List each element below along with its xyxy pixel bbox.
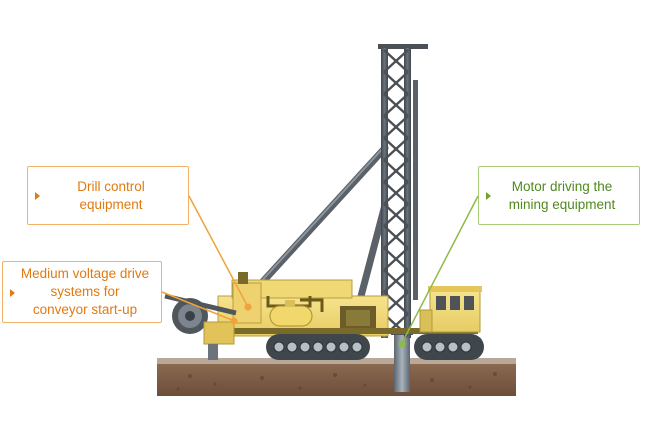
- callout-line: equipment: [79, 196, 143, 212]
- track-wheel: [299, 341, 311, 353]
- drill-pipe: [391, 330, 413, 392]
- callout-line: mining equipment: [508, 196, 616, 212]
- control-box: [232, 282, 262, 324]
- leader-dot-medium-voltage: [230, 317, 238, 325]
- callout-drill-control-text: Drill control equipment: [63, 178, 153, 214]
- track-wheel: [460, 341, 472, 353]
- callout-medium-voltage: Medium voltage drive systems for conveyo…: [2, 261, 162, 323]
- cable-drum: [164, 293, 237, 360]
- callout-medium-voltage-text: Medium voltage drive systems for conveyo…: [7, 265, 157, 319]
- lattice-brace: [383, 137, 409, 161]
- leader-line-medium-voltage: [161, 291, 233, 321]
- leader-lines: [161, 195, 479, 348]
- callout-motor: Motor driving the mining equipment: [478, 166, 640, 225]
- callout-line: Motor driving the: [511, 178, 613, 194]
- fuel-tank: [269, 305, 313, 327]
- triangle-right-icon: [35, 192, 40, 200]
- callout-line: Drill control: [77, 178, 145, 194]
- callout-line: Medium voltage drive: [20, 266, 150, 281]
- track-wheel: [351, 341, 363, 353]
- track-wheel: [434, 341, 446, 353]
- drill-mast: [378, 44, 428, 338]
- triangle-right-icon: [486, 192, 491, 200]
- lattice-brace: [383, 269, 409, 293]
- callout-drill-control: Drill control equipment: [27, 166, 189, 225]
- crawler-track-left: [266, 334, 370, 360]
- lattice-brace: [383, 49, 409, 73]
- support-struts: [242, 144, 389, 304]
- track-wheel: [338, 341, 350, 353]
- leader-dot-drill-control: [244, 303, 252, 311]
- crawler-track-right: [414, 334, 484, 360]
- ground: [157, 358, 516, 396]
- track-wheel: [286, 341, 298, 353]
- track-wheel: [447, 341, 459, 353]
- lattice-brace: [383, 93, 409, 117]
- lattice-brace: [383, 115, 409, 139]
- rig-body: [217, 272, 478, 337]
- lattice-brace: [383, 247, 409, 271]
- callout-line: conveyor start-up: [32, 302, 138, 317]
- lattice-brace: [383, 71, 409, 95]
- track-wheel: [273, 341, 285, 353]
- lattice-brace: [383, 181, 409, 205]
- leader-line-motor: [401, 195, 479, 344]
- callout-motor-text: Motor driving the mining equipment: [495, 178, 624, 214]
- callout-line: systems for: [50, 284, 120, 299]
- lattice-brace: [383, 159, 409, 183]
- operator-cab: [419, 286, 482, 333]
- track-wheel: [312, 341, 324, 353]
- track-wheel: [325, 341, 337, 353]
- track-wheel: [421, 341, 433, 353]
- leader-dot-motor: [398, 340, 406, 348]
- lattice-brace: [383, 225, 409, 249]
- triangle-right-icon: [10, 289, 15, 297]
- lattice-brace: [383, 203, 409, 227]
- leader-line-drill-control: [188, 195, 249, 308]
